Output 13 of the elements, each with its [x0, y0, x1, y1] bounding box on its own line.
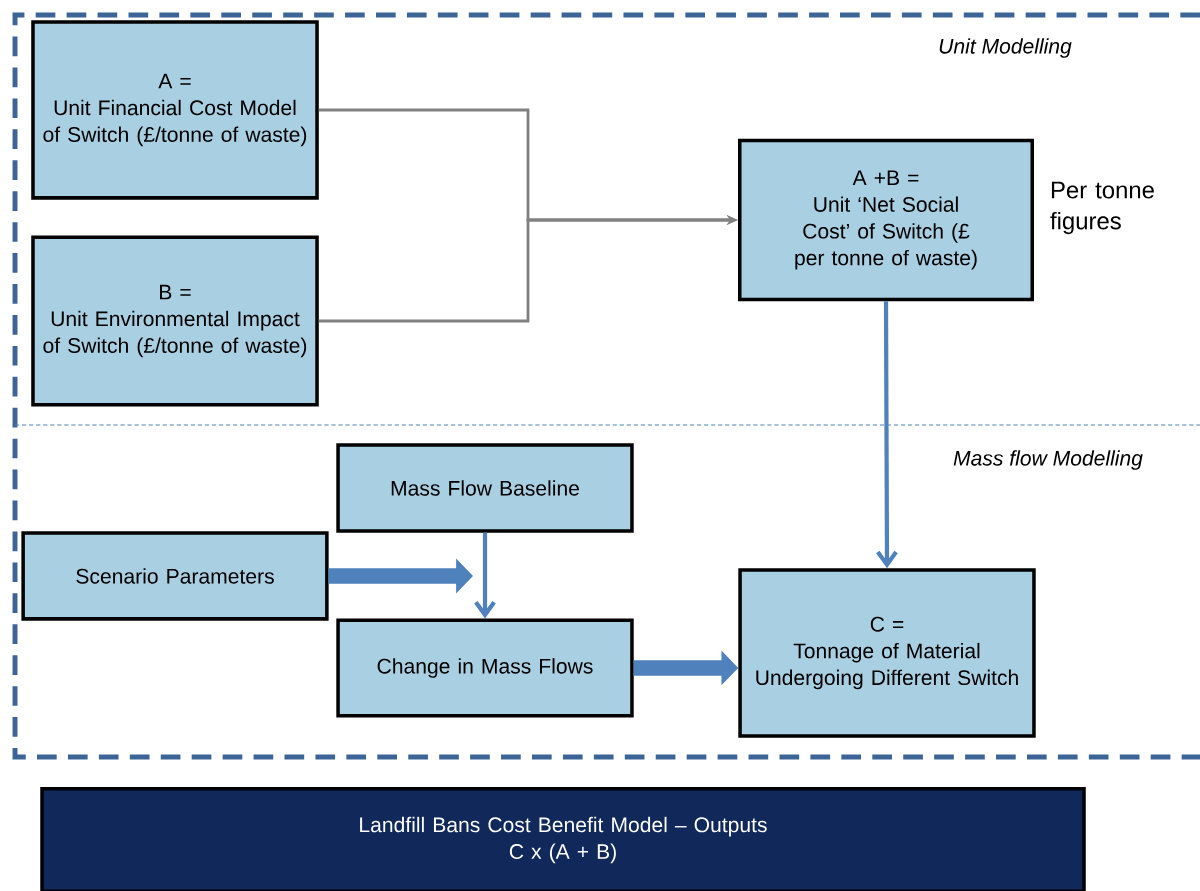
process-box: C = Tonnage of Material Undergoing Different Switch: [738, 568, 1036, 738]
process-box: Change in Mass Flows: [336, 618, 634, 718]
process-box: Scenario Parameters: [21, 531, 329, 621]
section-label: Unit Modelling: [939, 38, 1072, 58]
output-box: Landfill Bans Cost Benefit Model – Outputs C x (A + B): [40, 786, 1086, 891]
side-note: Per tonne figures: [1050, 181, 1154, 235]
process-box: Mass Flow Baseline: [336, 443, 634, 533]
arrow: [474, 532, 496, 619]
section-label: Mass flow Modelling: [953, 450, 1143, 470]
arrow: [876, 301, 898, 569]
process-box: A = Unit Financial Cost Model of Switch (£/tonne of waste): [31, 20, 319, 200]
process-box: B = Unit Environmental Impact of Switch (£/tonne of waste): [31, 235, 319, 407]
process-box: A +B = Unit ‘Net Social Cost’ of Switch (£ per tonne of waste): [738, 138, 1034, 302]
